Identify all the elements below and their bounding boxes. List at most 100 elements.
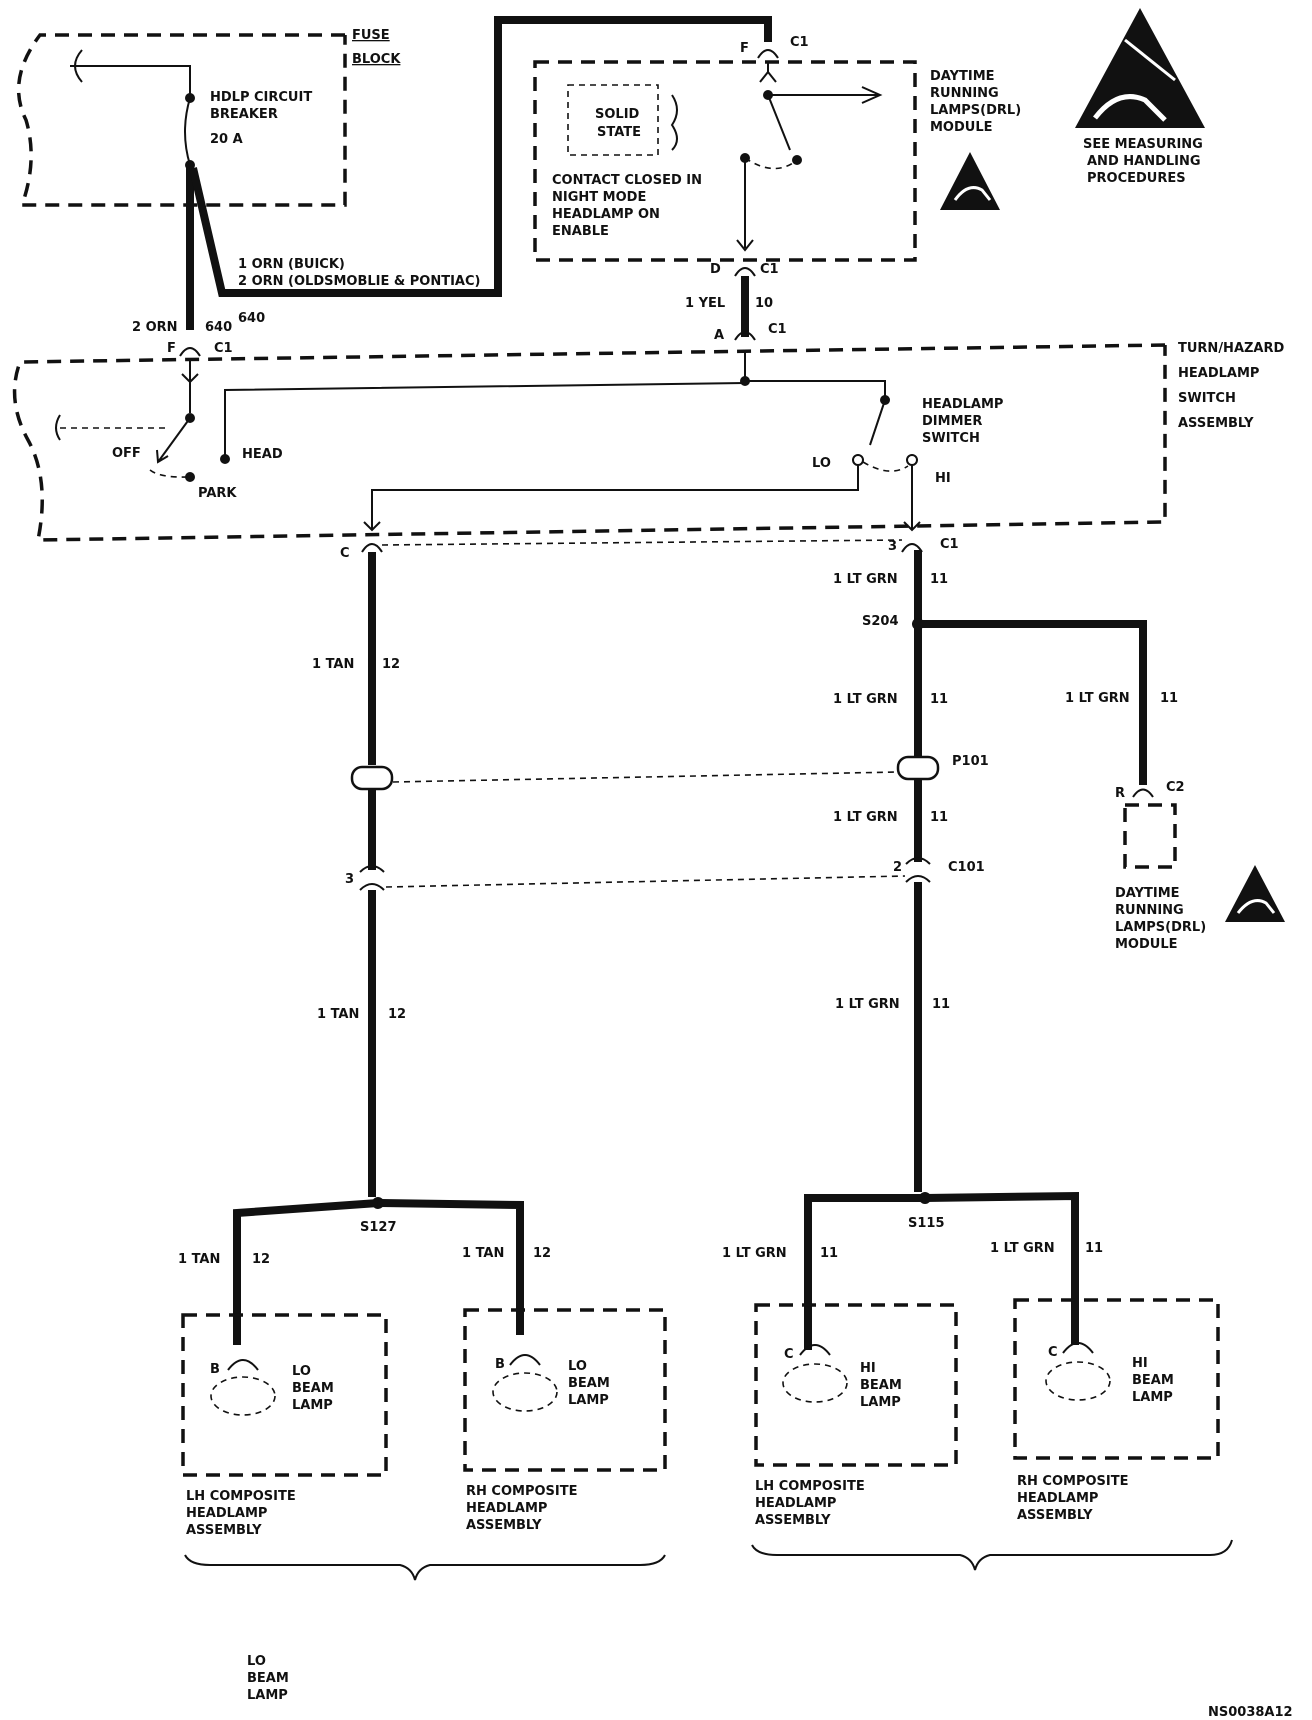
rh-lo-asm-2: HEADLAMP: [466, 1501, 547, 1516]
grn-circuit-6: 11: [820, 1246, 838, 1261]
footer-lo-2: BEAM: [247, 1671, 289, 1686]
connector-d: D: [710, 262, 721, 277]
group-braces: [184, 1539, 1233, 1581]
dimmer-hi: HI: [935, 471, 951, 486]
grn-label-7: 1 LT GRN: [990, 1241, 1055, 1256]
dimmer-label-2: DIMMER: [922, 414, 982, 429]
lh-hi-lamp-2: BEAM: [860, 1378, 902, 1393]
switch-output-connectors: C 3 C1: [340, 537, 959, 561]
lh-hi-asm-2: HEADLAMP: [755, 1496, 836, 1511]
tan-label-1: 1 TAN: [312, 657, 354, 672]
lh-hi-lamp-assembly: C HI BEAM LAMP LH COMPOSITE HEADLAMP ASS…: [754, 1303, 958, 1528]
connector-f-switch: F: [167, 341, 176, 356]
grn-label-1: 1 LT GRN: [833, 572, 898, 587]
contact-note-2: NIGHT MODE: [552, 190, 646, 205]
lh-hi-lamp-1: HI: [860, 1361, 876, 1376]
connector-c1-switch: C1: [214, 341, 233, 356]
switch-title-4: ASSEMBLY: [1178, 416, 1254, 431]
feed-label-orn: 2 ORN: [132, 320, 178, 335]
splice-s115: S115: [908, 1216, 945, 1231]
fuse-block-label-1: FUSE: [352, 28, 390, 43]
lh-hi-lamp-3: LAMP: [860, 1395, 901, 1410]
switch-title-1: TURN/HAZARD: [1178, 341, 1285, 356]
rh-hi-lamp-assembly: C HI BEAM LAMP RH COMPOSITE HEADLAMP ASS…: [1013, 1298, 1220, 1523]
splice-s204: S204: [862, 614, 899, 629]
connector-r: R: [1115, 786, 1125, 801]
grn-circuit-1: 11: [930, 572, 948, 587]
connector-3-hi: 3: [888, 539, 897, 554]
rh-hi-asm-3: ASSEMBLY: [1017, 1508, 1093, 1523]
connector-2-hi: 2: [893, 860, 902, 875]
passthrough-grommet-lo: [350, 765, 394, 791]
fuse-block-label-2: BLOCK: [352, 52, 401, 67]
drl-module-bottom: R C2 DAYTIME RUNNING LAMPS(DRL) MODULE: [1115, 780, 1285, 952]
fuse-block: FUSE BLOCK HDLP CIRCUIT BREAKER 20 A: [16, 28, 401, 207]
drl-lower-3: LAMPS(DRL): [1115, 920, 1206, 935]
dimmer-label-1: HEADLAMP: [922, 397, 1003, 412]
solid-state-2: STATE: [597, 125, 641, 140]
breaker-label-2: BREAKER: [210, 107, 278, 122]
switch-head: HEAD: [242, 447, 283, 462]
drl-title-1: DAYTIME: [930, 69, 995, 84]
connector-c1-a: C1: [768, 322, 787, 337]
wire-yel-circuit: 10: [755, 296, 773, 311]
grn-label-6: 1 LT GRN: [722, 1246, 787, 1261]
breaker-feed-wires: 1 ORN (BUICK) 2 ORN (OLDSMOBLIE & PONTIA…: [132, 16, 772, 357]
lh-lo-asm-1: LH COMPOSITE: [186, 1489, 296, 1504]
connector-f-drl: F: [740, 41, 749, 56]
esd-notice-3: PROCEDURES: [1087, 171, 1186, 186]
lh-hi-pin: C: [784, 1347, 794, 1362]
tan-circuit-2: 12: [388, 1007, 406, 1022]
connector-c1-d: C1: [760, 262, 779, 277]
rh-lo-asm-3: ASSEMBLY: [466, 1518, 542, 1533]
esd-warning-icon: [940, 152, 1000, 210]
drl-title-2: RUNNING: [930, 86, 999, 101]
feed-label-olds: 2 ORN (OLDSMOBLIE & PONTIAC): [238, 274, 480, 289]
esd-notice: SEE MEASURING AND HANDLING PROCEDURES: [1075, 8, 1205, 186]
footer-lo-3: LAMP: [247, 1688, 288, 1703]
connector-3-lo: 3: [345, 872, 354, 887]
tan-circuit-1: 12: [382, 657, 400, 672]
connector-c2: C2: [1166, 780, 1185, 795]
connector-c1-hi: C1: [940, 537, 959, 552]
lh-hi-asm-1: LH COMPOSITE: [755, 1479, 865, 1494]
connector-c101: C101: [948, 860, 985, 875]
drl-title-4: MODULE: [930, 120, 993, 135]
lh-lo-asm-2: HEADLAMP: [186, 1506, 267, 1521]
rh-hi-asm-2: HEADLAMP: [1017, 1491, 1098, 1506]
feed-label-buick: 1 ORN (BUICK): [238, 257, 345, 272]
switch-park: PARK: [198, 486, 237, 501]
tan-label-2: 1 TAN: [317, 1007, 359, 1022]
esd-notice-1: SEE MEASURING: [1083, 137, 1203, 152]
esd-warning-icon-lower: [1225, 865, 1285, 922]
lh-lo-asm-3: ASSEMBLY: [186, 1523, 262, 1538]
figure-id: NS0038A12: [1208, 1705, 1293, 1720]
rh-lo-lamp-3: LAMP: [568, 1393, 609, 1408]
grn-circuit-5: 11: [932, 997, 950, 1012]
tan-circuit-3: 12: [252, 1252, 270, 1267]
lh-lo-lamp-3: LAMP: [292, 1398, 333, 1413]
drl-lower-4: MODULE: [1115, 937, 1178, 952]
grn-circuit-2: 11: [930, 692, 948, 707]
grn-label-5: 1 LT GRN: [835, 997, 900, 1012]
lo-beam-run: 1 TAN 12 3 1 TAN 12 S127 1 TAN 12 1 TAN …: [178, 552, 551, 1345]
drl-output-wire: D C1 1 YEL 10 A C1: [685, 262, 787, 343]
grn-circuit-4: 11: [930, 810, 948, 825]
switch-assembly: TURN/HAZARD HEADLAMP SWITCH ASSEMBLY OFF…: [12, 341, 1285, 542]
feed-circuit-640b: 640: [238, 311, 265, 326]
rh-hi-lamp-3: LAMP: [1132, 1390, 1173, 1405]
lh-lo-lamp-assembly: B LO BEAM LAMP LH COMPOSITE HEADLAMP ASS…: [181, 1313, 388, 1538]
rh-hi-lamp-2: BEAM: [1132, 1373, 1174, 1388]
lh-hi-asm-3: ASSEMBLY: [755, 1513, 831, 1528]
grn-label-3: 1 LT GRN: [1065, 691, 1130, 706]
connector-c1-drl: C1: [790, 35, 809, 50]
footer-lo-1: LO: [247, 1654, 266, 1669]
contact-note-1: CONTACT CLOSED IN: [552, 173, 702, 188]
breaker-label-3: 20 A: [210, 132, 243, 147]
esd-notice-2: AND HANDLING: [1087, 154, 1201, 169]
splice-s127: S127: [360, 1220, 397, 1235]
dimmer-lo: LO: [812, 456, 831, 471]
contact-note-3: HEADLAMP ON: [552, 207, 660, 222]
connector-p101: P101: [952, 754, 989, 769]
